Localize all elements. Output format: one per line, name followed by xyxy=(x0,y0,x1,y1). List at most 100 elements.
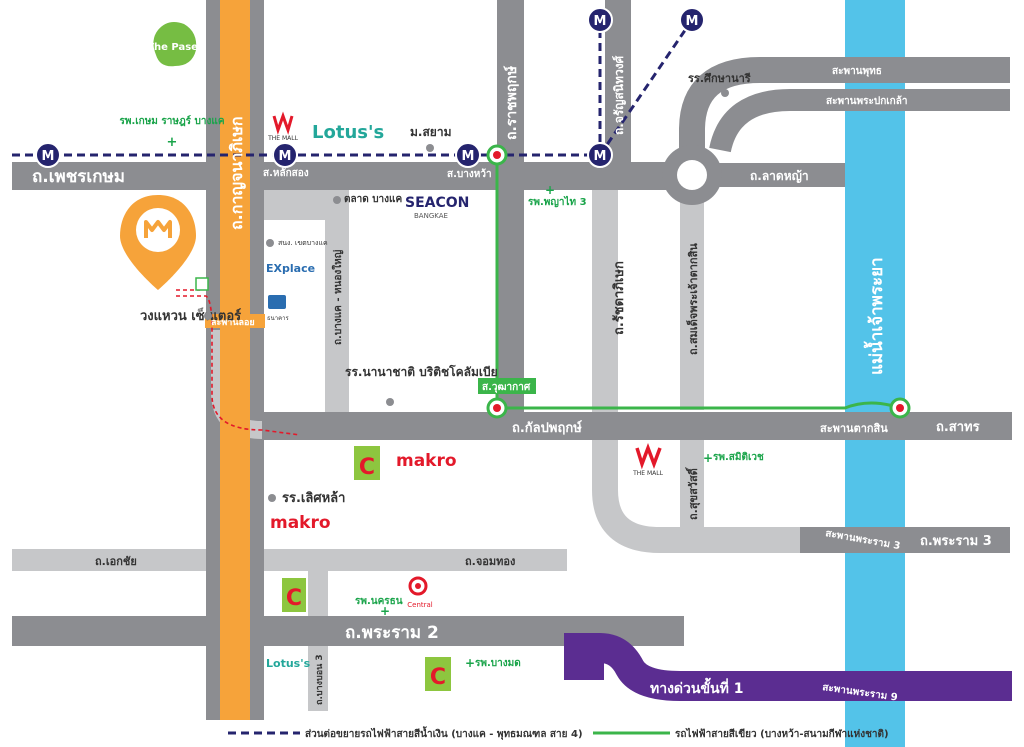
road-ratchadaphisek xyxy=(592,190,1010,553)
talat-bangkhae: ตลาด บางแค xyxy=(344,194,403,205)
seven-eleven-icon xyxy=(195,277,209,291)
hospital-cross-icon: + xyxy=(465,656,475,670)
lotus-logo: Lotus's xyxy=(266,657,311,670)
label-chomthong: ถ.จอมทอง xyxy=(465,555,515,568)
poi-dot xyxy=(721,89,729,97)
bangmod-hospital: รพ.บางมด xyxy=(475,658,521,669)
the-mall-logo: THE MALL xyxy=(632,443,664,477)
bts-stations xyxy=(486,144,911,419)
poi-dot xyxy=(266,239,274,247)
wong-waen-center: วงแหวน เซ็นเตอร์ xyxy=(140,306,241,324)
road-bridge-phut xyxy=(679,57,1010,150)
mrt-blue-line xyxy=(12,19,694,157)
road-ratchaphruek xyxy=(497,0,524,430)
hospital-cross-icon: + xyxy=(545,183,555,197)
explace-logo: EXplace xyxy=(266,262,315,275)
hospital-cross-icon: + xyxy=(380,604,390,618)
bangkhae-district-office: สนง. เขตบางแค xyxy=(278,239,328,247)
road-inner-left xyxy=(263,190,325,220)
mrt-stations: M M M M M M xyxy=(35,7,705,168)
label-somdet: ถ.สมเด็จพระเจ้าตากสิน xyxy=(686,243,700,355)
nakhon-thon-hospital: รพ.นครธน xyxy=(355,596,403,607)
poi-dot xyxy=(386,398,394,406)
station-bangwa: ส.บางหว้า xyxy=(447,168,492,180)
phyathai3-hospital: รพ.พญาไท 3 xyxy=(528,195,587,208)
overpass-bar xyxy=(205,314,265,328)
label-phetkasem: ถ.เพชรเกษม xyxy=(32,167,125,187)
samitivej-hospital: รพ.สมิติเวช xyxy=(713,451,764,463)
bigc-logo: C xyxy=(425,657,451,691)
siam-university: ม.สยาม xyxy=(410,125,451,139)
bank-icon xyxy=(268,295,286,309)
svg-text:M: M xyxy=(594,14,607,29)
legend: ส่วนต่อขยายรถไฟฟ้าสายสีน้ำเงิน (บางแค - … xyxy=(228,726,889,740)
svg-text:M: M xyxy=(42,149,55,164)
station-laksong: ส.หลักสอง xyxy=(263,167,309,179)
label-rama2: ถ.พระราม 2 xyxy=(345,623,439,643)
svg-text:SEACON: SEACON xyxy=(405,195,469,211)
label-charansanitwong: ถ.จรัญสนิทวงศ์ xyxy=(612,55,626,135)
road-ekkachai-chomthong xyxy=(12,549,567,571)
makro-logo: makro xyxy=(270,513,331,533)
mrt-station-icon: M xyxy=(587,142,613,168)
label-suksawat: ถ.สุขสวัสดิ์ xyxy=(685,467,701,520)
british-columbia-school: รร.นานาชาติ บริติชโคลัมเบีย xyxy=(345,364,498,379)
kasemrad-hospital: รพ.เกษม ราษฎร์ บางแค xyxy=(119,115,224,127)
label-rama3: ถ.พระราม 3 xyxy=(920,534,992,549)
svg-text:M: M xyxy=(686,14,699,29)
svg-text:M: M xyxy=(594,149,607,164)
road-kanchana xyxy=(220,0,250,720)
poi-dot xyxy=(426,144,434,152)
poi-dot xyxy=(268,494,276,502)
mrt-station-icon: M xyxy=(455,142,481,168)
label-bridge-phut: สะพานพุทธ xyxy=(832,66,882,77)
svg-text:THE MALL: THE MALL xyxy=(267,135,298,142)
mrt-station-icon: M xyxy=(272,142,298,168)
label-bridge-pokklao: สะพานพระปกเกล้า xyxy=(826,95,907,107)
bridge-rama9-deck xyxy=(790,673,1012,701)
road-bridge-pokklao xyxy=(709,89,1010,153)
paseo-logo: The Paseo xyxy=(147,22,205,67)
the-mall-logo-small: THE MALL xyxy=(267,111,299,142)
svg-text:BANGKAE: BANGKAE xyxy=(414,212,448,220)
label-overpass: สะพานลอย xyxy=(211,318,255,328)
svg-text:C: C xyxy=(430,665,446,690)
label-bridge-taksin: สะพานตากสิน xyxy=(820,422,888,435)
bigc-logo: C xyxy=(282,578,306,612)
lotus-logo: Lotus's xyxy=(312,122,384,143)
poi-dot xyxy=(204,312,212,320)
svg-text:C: C xyxy=(286,586,302,611)
road-bangkhae-nongyai xyxy=(325,190,349,412)
svg-text:The Paseo: The Paseo xyxy=(147,42,205,53)
label-expressway: ทางด่วนขั้นที่ 1 xyxy=(650,677,743,697)
label-bangbon: ถ.บางบอน 3 xyxy=(315,654,325,705)
label-bangkhae-nongyai: ถ.บางแค - หนองใหญ่ xyxy=(331,249,344,345)
seacon-logo: SEACON BANGKAE xyxy=(405,195,469,220)
hospital-cross-icon: + xyxy=(167,135,178,150)
central-logo: Central xyxy=(407,576,433,609)
label-ratchaphruek: ถ.ราชพฤกษ์ xyxy=(503,66,520,140)
legend-blue-label: ส่วนต่อขยายรถไฟฟ้าสายสีน้ำเงิน (บางแค - … xyxy=(305,726,583,740)
bridge-pokklao-deck xyxy=(810,89,1010,111)
mrt-station-icon: M xyxy=(587,7,613,33)
road-suksawat xyxy=(680,440,704,545)
svg-text:M: M xyxy=(462,149,475,164)
label-lat-ya: ถ.ลาดหญ้า xyxy=(750,169,809,183)
station-wutthakat: ส.วุฒากาศ xyxy=(482,382,531,393)
road-phetkasem xyxy=(12,162,700,190)
legend-green-label: รถไฟฟ้าสายสีเขียว (บางหว้า-สนามกีฬาแห่งช… xyxy=(675,727,889,740)
label-kanchana: ถ.กาญจนาภิเษก xyxy=(227,116,247,230)
poi-dot xyxy=(333,196,341,204)
label-kanlapaphruek: ถ.กัลปพฤกษ์ xyxy=(512,420,582,436)
svg-text:Central: Central xyxy=(407,601,433,609)
label-sathorn: ถ.สาทร xyxy=(936,420,980,435)
hospital-cross-icon: + xyxy=(703,451,713,465)
bridge-rama3-deck xyxy=(800,527,1010,553)
bigc-logo: C xyxy=(354,446,380,480)
road-lat-ya xyxy=(700,163,845,187)
expressway xyxy=(564,633,1012,701)
bank-label: ธนาคาร xyxy=(267,315,290,322)
label-river: แม่น้ำเจ้าพระยา xyxy=(863,257,887,375)
wutthakat-label-bg xyxy=(478,378,536,394)
